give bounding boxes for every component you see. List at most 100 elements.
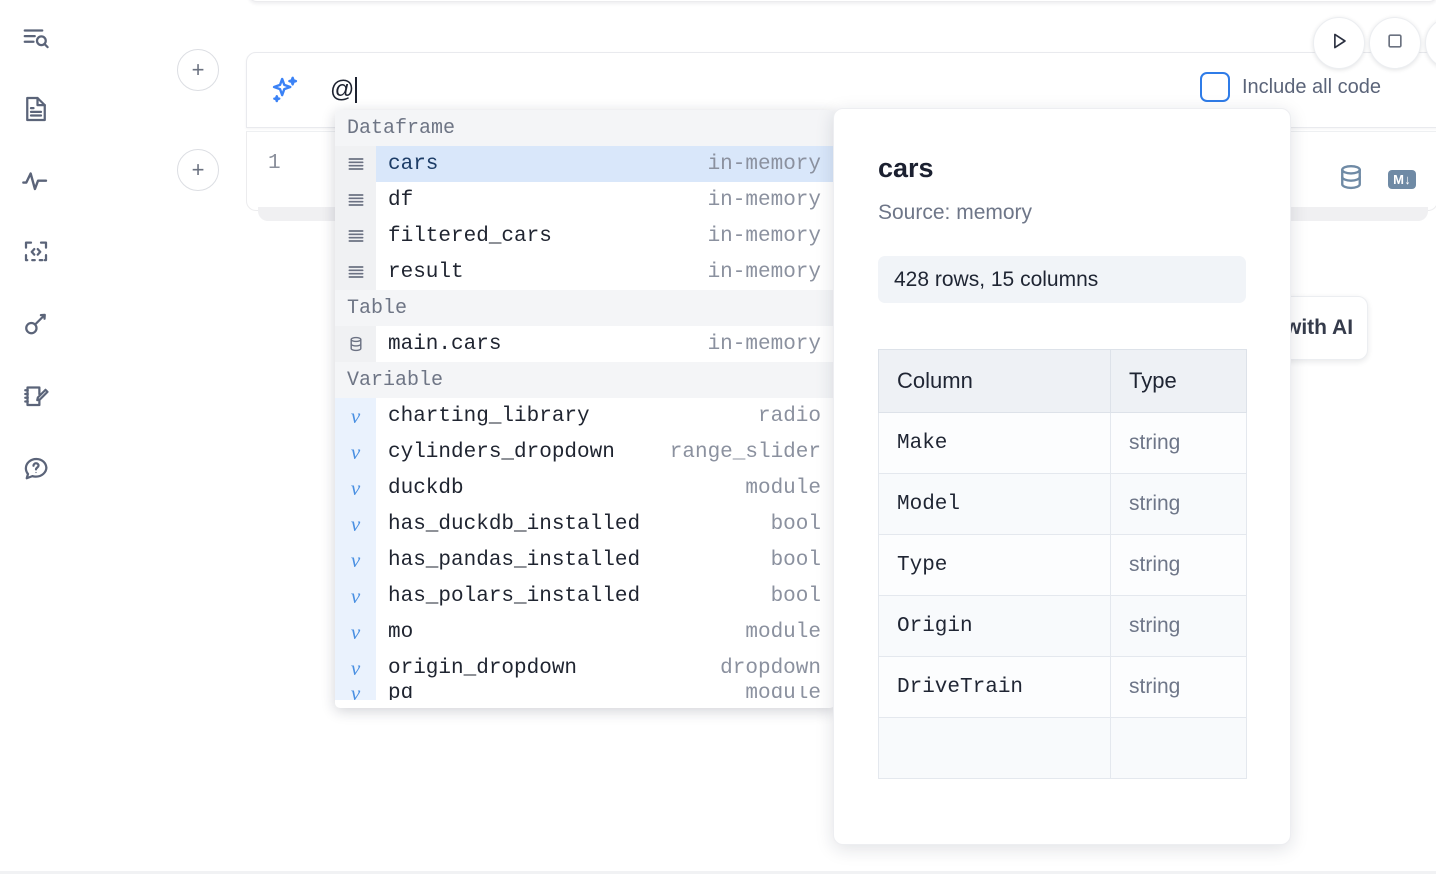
completion-item-body: mo module [376,614,835,650]
completion-item-name: charting_library [388,404,590,428]
database-icon[interactable] [1336,162,1366,197]
sidebar-item-secrets[interactable] [16,304,56,344]
include-all-code-label: Include all code [1242,75,1381,98]
completion-item-name: has_pandas_installed [388,548,641,572]
stop-square-icon [1385,31,1405,56]
sidebar-item-help[interactable] [16,448,56,488]
completion-item-name: mo [388,620,414,644]
dataframe-rows-icon [335,182,376,218]
completion-item-body: pd module [376,686,835,700]
sidebar-item-files[interactable] [16,89,56,129]
plus-icon: + [191,57,205,82]
variable-v-icon: v [335,686,376,700]
add-cell-above-button[interactable]: + [177,49,219,91]
run-cell-button[interactable] [1313,17,1365,69]
completion-group-header: Dataframe [335,110,835,146]
dataframe-rows-icon [335,254,376,290]
plus-icon: + [191,157,205,182]
include-all-code-toggle[interactable]: Include all code [1200,72,1381,102]
bottom-divider [0,871,1436,874]
left-icon-rail [0,0,72,874]
doc-shape-badge: 428 rows, 15 columns [878,256,1246,303]
doc-column-type: string [1110,412,1247,474]
completion-item-name: has_polars_installed [388,584,641,608]
sidebar-item-scratchpad[interactable] [16,376,56,416]
markdown-icon[interactable]: M↓ [1388,170,1416,189]
completion-item-kind: in-memory [707,332,821,356]
completion-item-name: filtered_cars [388,224,552,248]
dataframe-rows-icon [335,218,376,254]
sidebar-item-snippets[interactable] [16,232,56,272]
ai-prompt-input[interactable]: @ [330,70,358,110]
snippets-code-icon [21,237,51,267]
help-chat-icon [21,453,51,483]
variable-v-icon: v [335,434,376,470]
doc-column-type: string [1110,595,1247,657]
explore-outline-icon [21,23,51,53]
doc-table-header-cell: Column [878,349,1111,413]
include-all-code-checkbox[interactable] [1200,72,1230,102]
completion-item-name: pd [388,686,414,700]
scratchpad-edit-icon [21,381,51,411]
completion-item-kind: module [745,686,821,700]
generate-with-ai-chip[interactable]: with AI [1278,296,1368,360]
variable-v-icon: v [335,542,376,578]
completion-item-name: main.cars [388,332,502,356]
completion-item-body: has_pandas_installed bool [376,542,835,578]
doc-column-type [1110,717,1247,779]
completion-item-kind: in-memory [707,260,821,284]
variable-v-icon: v [335,614,376,650]
add-cell-below-button[interactable]: + [177,149,219,191]
doc-column-type: string [1110,534,1247,596]
completion-item[interactable]: v has_pandas_installed bool [335,542,835,578]
doc-column-name: Type [878,534,1111,596]
doc-column-name: Model [878,473,1111,535]
completion-group-header: Table [335,290,835,326]
variable-v-icon: v [335,650,376,686]
doc-table-row-clipped [878,717,1247,779]
completion-item-kind: dropdown [720,656,821,680]
doc-column-name: Make [878,412,1111,474]
code-cell-toolbar: M↓ [1336,162,1416,197]
completion-item-kind: module [745,620,821,644]
doc-column-name: DriveTrain [878,656,1111,718]
completion-item[interactable]: v origin_dropdown dropdown [335,650,835,686]
code-line-number: 1 [268,152,281,175]
stop-cell-button[interactable] [1369,17,1421,69]
completion-group-header: Variable [335,362,835,398]
completion-item[interactable]: main.cars in-memory [335,326,835,362]
variable-v-icon: v [335,470,376,506]
sidebar-item-explore[interactable] [16,18,56,58]
previous-cell-edge [248,0,1436,2]
completion-item-kind: bool [770,548,821,572]
text-caret [355,77,358,103]
completion-item-kind: range_slider [669,440,821,464]
doc-source: Source: memory [878,201,1033,224]
completion-item-name: origin_dropdown [388,656,578,680]
sidebar-item-activity[interactable] [16,161,56,201]
